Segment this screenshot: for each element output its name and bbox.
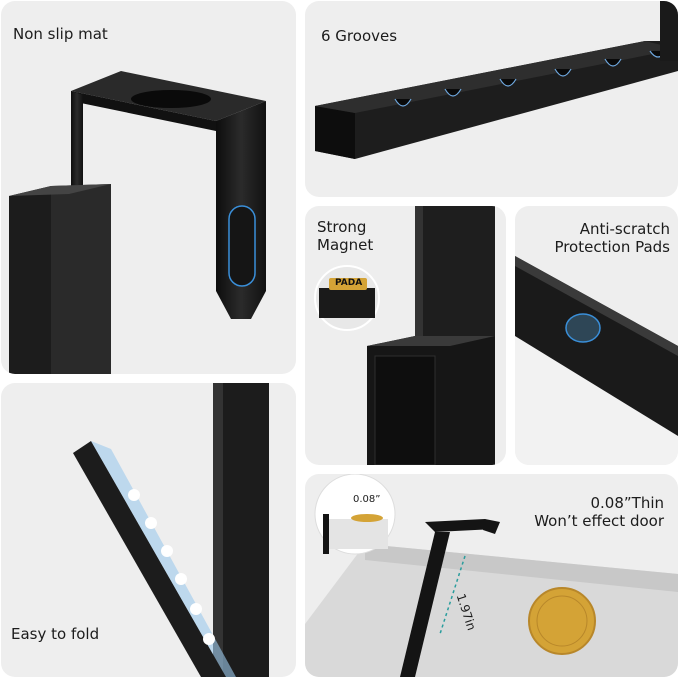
label-thin-line1: 0.08”Thin [590,494,664,512]
panel-non-slip-mat: Non slip mat [1,1,296,374]
label-pads-line1: Anti-scratch [579,220,670,238]
label-strong-magnet-line1: Strong [317,218,367,236]
pads-illustration [515,256,678,465]
panel-thin: 0.08” 0.08”Thin Won’t effect door 1.97in [305,474,678,677]
magnet-illustration [314,206,495,465]
panel-grooves: 6 Grooves [305,1,678,197]
panel-strong-magnet: Strong Magnet PADA [305,206,506,465]
panel-easy-to-fold: Easy to fold [1,383,296,677]
label-non-slip-mat: Non slip mat [13,25,108,43]
label-thin-line2: Won’t effect door [534,512,664,530]
badge-pada: PADA [335,278,363,288]
hook-top-illustration [9,71,266,374]
panel-protection-pads: Anti-scratch Protection Pads [515,206,678,465]
inset-thickness-label: 0.08” [353,494,381,505]
label-easy-to-fold: Easy to fold [11,625,100,643]
thin-door-illustration [305,474,678,677]
label-six-grooves: 6 Grooves [321,27,398,45]
label-strong-magnet-line2: Magnet [317,236,374,254]
grooves-illustration [315,1,678,159]
label-pads-line2: Protection Pads [554,238,670,256]
fold-illustration [73,383,269,677]
